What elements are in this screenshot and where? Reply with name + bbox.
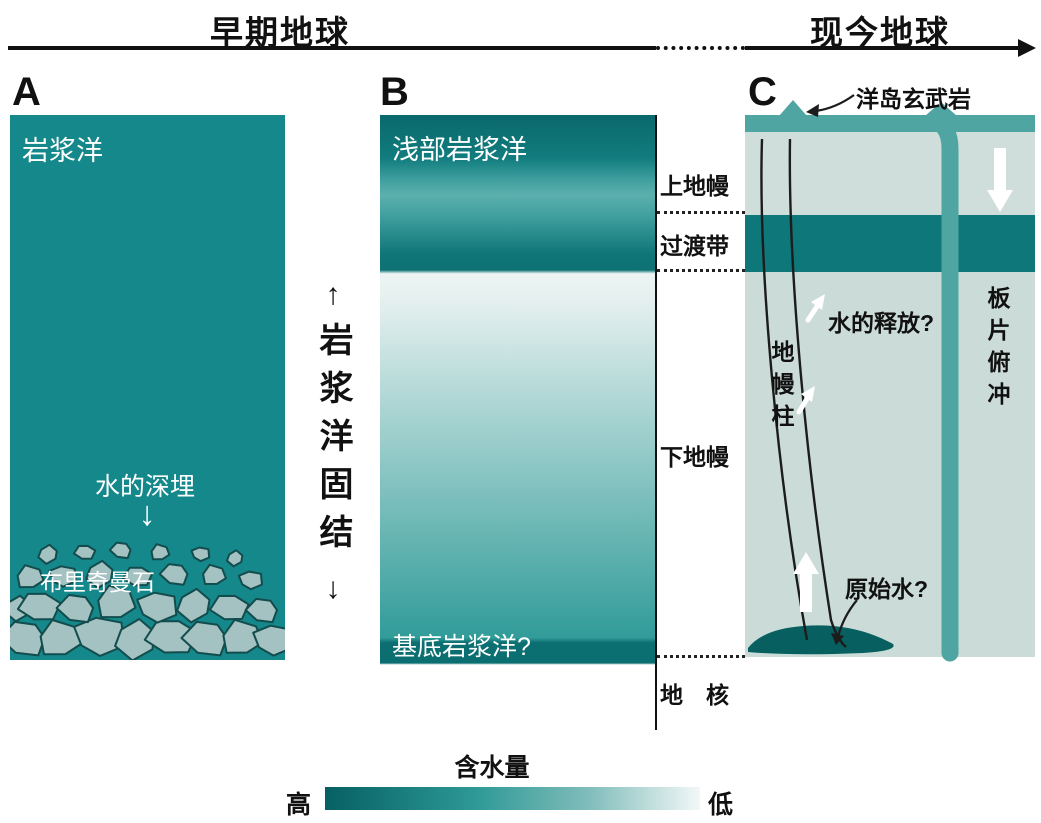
mantle-plume-left-line — [760, 138, 809, 641]
bridgmanite-crystal — [252, 624, 285, 657]
bridgmanite-crystal — [48, 565, 77, 588]
slab-water-down-arrow-icon — [987, 148, 1013, 212]
oib-pointer-arrowhead — [806, 104, 819, 117]
upper-mantle-transition-boundary — [657, 211, 745, 214]
transition-lower-mantle-boundary — [657, 269, 745, 272]
bridgmanite-crystal — [222, 618, 264, 654]
panel-a-letter: A — [12, 70, 41, 114]
oceanic-crust-band — [745, 115, 1035, 132]
lower-mantle-label: 下地幔 — [660, 444, 729, 470]
primordial-water-pointer-arrowhead — [831, 633, 844, 645]
bridgmanite-crystal — [237, 570, 263, 591]
panel-c-present-earth — [745, 100, 1035, 662]
bridgmanite-crystal — [225, 549, 244, 568]
bridgmanite-crystal — [73, 616, 125, 657]
bridgmanite-crystal — [37, 543, 58, 565]
oib-pointer-line — [815, 94, 855, 113]
timeline-line-left — [8, 46, 656, 50]
legend-title: 含水量 — [454, 754, 530, 782]
water-release-arrow-upper — [805, 302, 821, 323]
bridgmanite-crystal — [85, 559, 114, 590]
bridgmanite-crystal — [150, 543, 171, 561]
bridgmanite-crystal — [121, 566, 153, 587]
upper-mantle-region — [745, 132, 1035, 215]
core-label: 地 核 — [660, 682, 729, 708]
water-release-arrowhead-upper — [811, 294, 825, 310]
bridgmanite-crystal — [180, 620, 228, 657]
magma-ocean-label: 岩浆洋 — [22, 136, 103, 166]
volcano-above-slab — [925, 102, 957, 116]
legend-high-label: 高 — [286, 791, 312, 819]
water-burial-down-arrow-icon: ↓ — [138, 495, 156, 533]
bridgmanite-crystal — [10, 620, 46, 657]
shallow-magma-ocean-label: 浅部岩浆洋 — [392, 135, 527, 165]
timeline-line-dotted — [656, 46, 745, 50]
water-release-arrowhead-lower — [801, 386, 815, 402]
core-mantle-boundary — [657, 655, 745, 658]
solidification-label: 岩浆洋固结 — [314, 322, 352, 562]
water-content-gradient-bar — [325, 787, 700, 810]
mantle-plume-label: 地幔柱 — [768, 340, 794, 436]
timeline-line-right — [745, 46, 1021, 50]
panel-c-letter: C — [748, 70, 777, 114]
solidification-column: ↑ 岩浆洋固结 ↓ — [300, 280, 366, 604]
basal-water-rich-layer — [748, 625, 894, 655]
solidification-down-arrow-icon: ↓ — [325, 572, 341, 605]
lower-mantle-region — [745, 272, 1035, 657]
panel-b-letter: B — [380, 70, 409, 114]
water-burial-label: 水的深埋 — [94, 473, 195, 501]
bridgmanite-crystal — [158, 563, 189, 586]
upper-mantle-label: 上地幔 — [660, 173, 729, 199]
panel-b-magma-ocean-gradient: 浅部岩浆洋 基底岩浆洋? — [380, 115, 657, 730]
transition-zone-label: 过渡带 — [660, 233, 729, 259]
bridgmanite-crystal — [108, 541, 132, 560]
bridgmanite-crystal — [72, 544, 97, 560]
bridgmanite-crystal-pile — [10, 541, 285, 660]
water-release-arrow-lower — [796, 394, 811, 415]
subducting-slab — [927, 112, 959, 662]
oib-pointer-arrow — [806, 94, 855, 117]
bridgmanite-crystal — [244, 597, 278, 624]
primordial-water-pointer-arrow — [836, 599, 858, 638]
basal-magma-ocean-label: 基底岩浆洋? — [392, 633, 531, 661]
bridgmanite-crystal — [208, 594, 250, 621]
bridgmanite-crystal — [97, 584, 137, 619]
bridgmanite-crystal — [202, 563, 227, 585]
solidification-up-arrow-icon: ↑ — [325, 278, 341, 311]
bridgmanite-label: 布里奇曼石 — [40, 569, 155, 595]
bridgmanite-crystal — [39, 619, 83, 656]
plume-up-arrow-icon — [793, 552, 819, 612]
water-release-label: 水的释放? — [828, 310, 935, 336]
ocean-island-volcano — [779, 100, 807, 116]
bridgmanite-crystal — [176, 587, 211, 624]
early-earth-label: 早期地球 — [210, 14, 350, 51]
slab-subduction-label: 板片俯冲 — [984, 286, 1010, 414]
bridgmanite-crystal — [190, 546, 211, 563]
primordial-water-label: 原始水? — [845, 576, 929, 602]
ocean-island-basalt-label: 洋岛玄武岩 — [856, 86, 971, 112]
timeline-arrowhead-icon — [1018, 39, 1036, 57]
present-earth-label: 现今地球 — [810, 14, 950, 51]
bridgmanite-crystal — [136, 591, 178, 624]
bridgmanite-crystal — [55, 594, 95, 624]
panel-a-magma-ocean: 岩浆洋 水的深埋 ↓ 布里奇曼石 — [10, 115, 285, 730]
bridgmanite-crystal — [16, 564, 45, 589]
legend-low-label: 低 — [708, 791, 734, 819]
transition-zone-region — [745, 215, 1035, 272]
